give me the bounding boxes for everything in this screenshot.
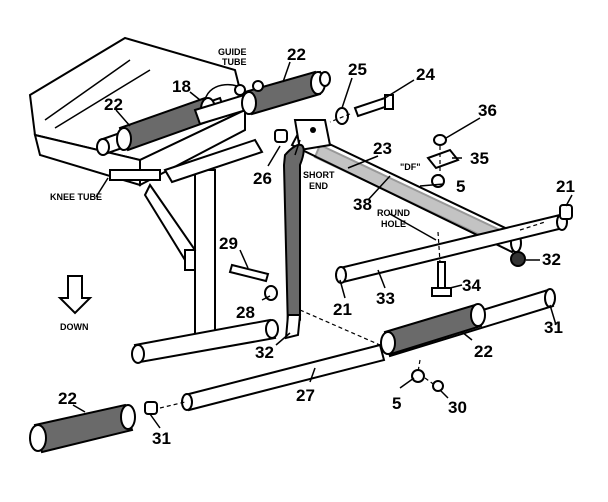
callout-24: 24 xyxy=(416,65,435,84)
callout-21-mid: 21 xyxy=(333,300,352,319)
callout-22-bottom: 22 xyxy=(58,389,77,408)
callout-32-left: 32 xyxy=(255,343,274,362)
callout-34: 34 xyxy=(462,276,481,295)
callout-22-top: 22 xyxy=(287,45,306,64)
callout-31-left: 31 xyxy=(152,429,171,448)
callout-36: 36 xyxy=(478,101,497,120)
guide-label-line1: GUIDE xyxy=(218,47,247,57)
round-hole-label-line1: ROUND xyxy=(377,208,410,218)
short-end-upright xyxy=(282,143,305,340)
callout-30: 30 xyxy=(448,398,467,417)
short-end-label-line1: SHORT xyxy=(303,170,335,180)
callout-32-right: 32 xyxy=(542,250,561,269)
callout-22-left: 22 xyxy=(104,95,123,114)
callout-33: 33 xyxy=(376,289,395,308)
callout-35: 35 xyxy=(470,149,489,168)
main-frame xyxy=(109,138,279,364)
tube-33 xyxy=(335,213,568,284)
callout-31-right: 31 xyxy=(544,318,563,337)
callout-27: 27 xyxy=(296,386,315,405)
callout-26: 26 xyxy=(253,169,272,188)
bottom-roller xyxy=(29,401,158,454)
callout-28: 28 xyxy=(236,303,255,322)
callout-25: 25 xyxy=(348,60,367,79)
short-end-label-line2: END xyxy=(309,181,329,191)
callout-21-right: 21 xyxy=(556,177,575,196)
df-label: "DF" xyxy=(400,162,421,172)
round-hole-label-line2: HOLE xyxy=(381,219,406,229)
callout-5-top: 5 xyxy=(456,177,465,196)
tube-31-right xyxy=(380,288,556,358)
callout-22-mid: 22 xyxy=(474,342,493,361)
guide-tube-roller xyxy=(193,70,331,126)
callout-29: 29 xyxy=(219,234,238,253)
assembly-lines xyxy=(159,113,546,409)
callout-38: 38 xyxy=(353,195,372,214)
leader-lines xyxy=(72,61,573,429)
callout-23: 23 xyxy=(373,139,392,158)
tube-27 xyxy=(181,343,386,412)
knee-tube-label: KNEE TUBE xyxy=(50,192,102,202)
callout-5-bottom: 5 xyxy=(392,394,401,413)
callout-18: 18 xyxy=(172,77,191,96)
down-label: DOWN xyxy=(60,322,89,332)
hardware xyxy=(228,80,573,392)
seat-pad xyxy=(28,36,247,187)
down-arrow-icon xyxy=(57,275,93,315)
guide-label-line2: TUBE xyxy=(222,57,247,67)
